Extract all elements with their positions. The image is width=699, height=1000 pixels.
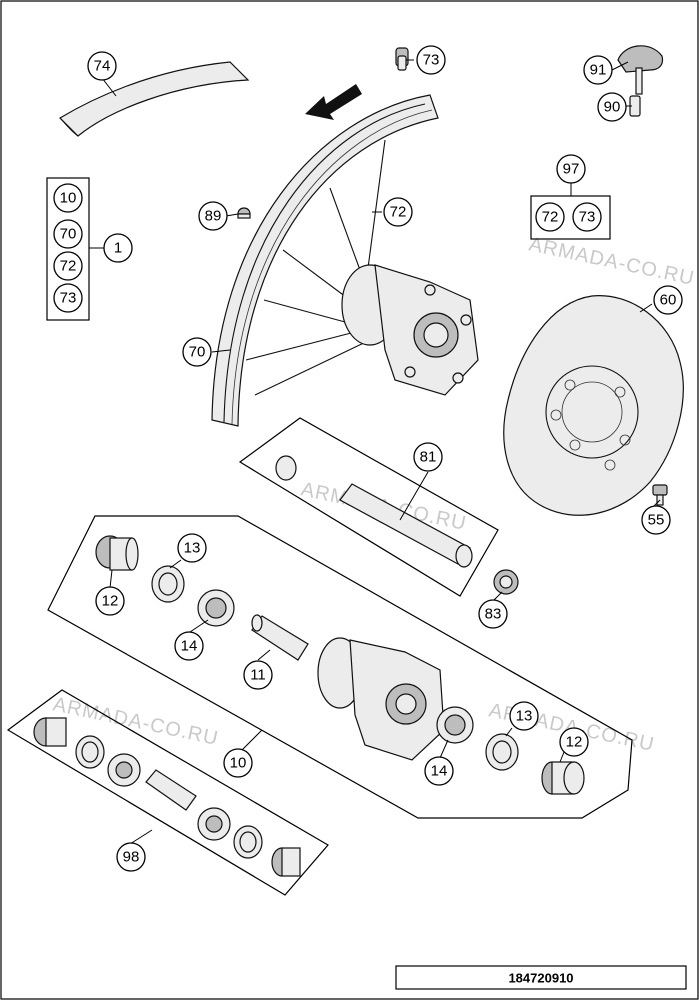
hub-body [317, 637, 445, 761]
svg-text:12: 12 [566, 734, 583, 751]
callout-11: 11 [243, 660, 273, 690]
callout-89: 89 [198, 201, 228, 231]
hub-seal-top [95, 535, 139, 571]
reference-number: 184720910 [508, 971, 573, 986]
svg-text:14: 14 [181, 638, 198, 655]
bearing-kit-parts [33, 717, 301, 877]
svg-text:91: 91 [590, 62, 607, 79]
spokes [245, 139, 386, 396]
svg-text:97: 97 [563, 161, 580, 178]
svg-text:14: 14 [431, 763, 448, 780]
watermark-text: ARMADA-CO.RU [527, 233, 697, 290]
brake-disc [503, 295, 684, 516]
rotation-arrow [305, 84, 362, 120]
callout-90: 90 [597, 92, 627, 122]
hub-kit-box [47, 515, 633, 819]
callout-13: 13 [509, 701, 539, 731]
svg-text:12: 12 [102, 593, 119, 610]
callout-81: 81 [413, 442, 443, 472]
rim-plug [237, 207, 251, 219]
svg-text:13: 13 [516, 708, 533, 725]
callout-73: 73 [572, 202, 602, 232]
svg-text:74: 74 [94, 58, 111, 75]
callout-10: 10 [223, 748, 253, 778]
callout-83: 83 [478, 599, 508, 629]
callout-72: 72 [53, 251, 83, 281]
callout-1: 1 [103, 233, 133, 263]
hub-bearing-left [197, 589, 235, 627]
axle-kit-box [238, 417, 499, 597]
callout-70: 70 [53, 219, 83, 249]
svg-text:10: 10 [230, 755, 247, 772]
rim-tape [59, 61, 250, 137]
hub-seal-right [541, 761, 585, 795]
svg-text:81: 81 [420, 449, 437, 466]
hub-sleeve [251, 614, 309, 661]
svg-text:70: 70 [60, 226, 77, 243]
svg-text:10: 10 [60, 190, 77, 207]
svg-text:72: 72 [60, 258, 77, 275]
watermark-text: ARMADA-CO.RU [51, 693, 221, 750]
callout-98: 98 [116, 842, 146, 872]
rim [211, 94, 439, 427]
svg-text:70: 70 [189, 344, 206, 361]
callout-73: 73 [416, 45, 446, 75]
svg-text:98: 98 [123, 849, 140, 866]
svg-text:60: 60 [660, 292, 677, 309]
callout-70: 70 [182, 337, 212, 367]
hub-ring-right [485, 733, 519, 771]
kit-box-1 [46, 177, 90, 321]
wheel-hub-assembled [341, 264, 479, 396]
callout-10: 10 [53, 183, 83, 213]
callout-55: 55 [641, 505, 671, 535]
hub-ring-top [151, 565, 185, 603]
svg-text:73: 73 [423, 52, 440, 69]
svg-text:72: 72 [542, 209, 559, 226]
reference-number-box: 184720910 [395, 965, 687, 990]
svg-text:72: 72 [390, 204, 407, 221]
svg-text:73: 73 [60, 290, 77, 307]
disc-bolt [652, 484, 668, 506]
callout-14: 14 [174, 631, 204, 661]
callout-14: 14 [424, 756, 454, 786]
callout-74: 74 [87, 51, 117, 81]
callout-97: 97 [556, 154, 586, 184]
valve-tool [617, 45, 664, 117]
callout-60: 60 [653, 285, 683, 315]
callout-13: 13 [177, 533, 207, 563]
bearing-kit-box [6, 689, 329, 896]
leader-lines [101, 59, 661, 845]
svg-text:11: 11 [250, 667, 266, 684]
svg-text:83: 83 [485, 606, 502, 623]
axle [275, 455, 473, 568]
svg-text:90: 90 [604, 99, 621, 116]
callout-72: 72 [535, 202, 565, 232]
svg-text:1: 1 [114, 240, 122, 257]
callout-12: 12 [559, 727, 589, 757]
callout-12: 12 [95, 586, 125, 616]
svg-text:55: 55 [648, 512, 665, 529]
valve-cap [395, 47, 409, 71]
callout-73: 73 [53, 283, 83, 313]
svg-text:13: 13 [184, 540, 201, 557]
hub-bearing-right [436, 706, 474, 744]
callout-72: 72 [383, 197, 413, 227]
axle-spacer [493, 569, 519, 595]
svg-text:73: 73 [579, 209, 596, 226]
svg-text:89: 89 [205, 208, 222, 225]
callout-91: 91 [583, 55, 613, 85]
